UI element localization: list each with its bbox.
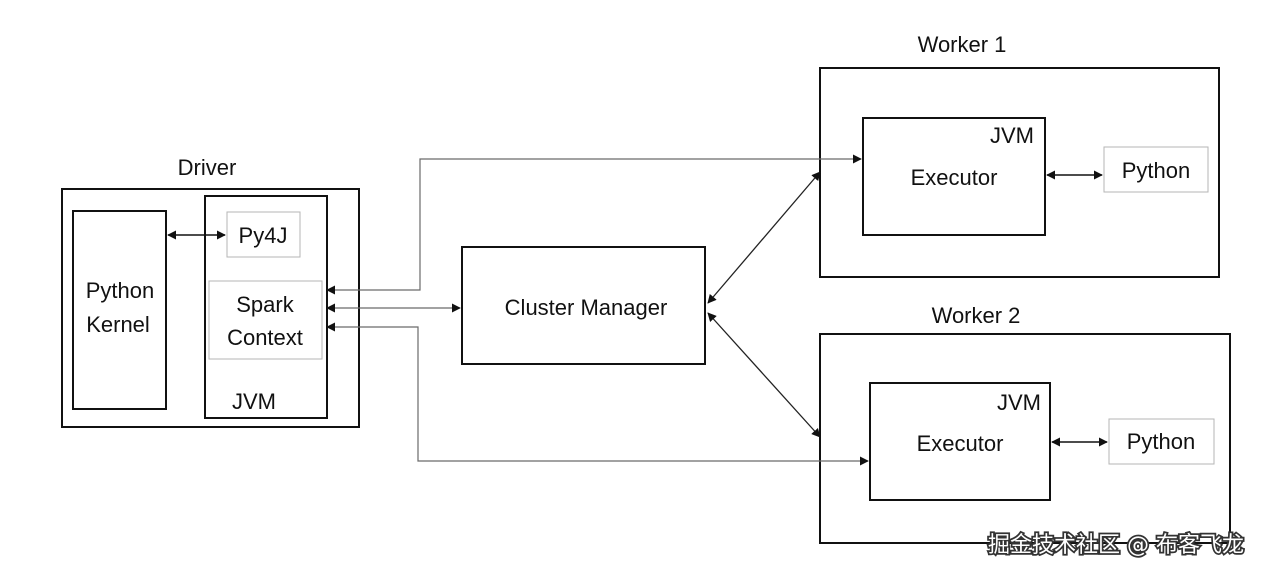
py4j-box xyxy=(226,211,301,258)
worker1-python-label: Python xyxy=(1122,158,1191,183)
spark-context-worker2-executor-arrow xyxy=(326,322,869,466)
worker1-executor-box xyxy=(862,117,1046,236)
driver-section: Driver Python Kernel JVM Py4J Spark Cont… xyxy=(61,155,360,428)
worker2-section: Worker 2 JVM Executor Python xyxy=(819,303,1231,544)
watermark-text: 掘金技术社区 @ 布客飞龙 xyxy=(988,533,1244,558)
worker2-title: Worker 2 xyxy=(932,303,1021,328)
python-kernel-label-line1: Python xyxy=(86,278,155,303)
cluster-manager-worker2-arrow xyxy=(707,312,821,438)
worker1-jvm-label: JVM xyxy=(990,123,1034,148)
cluster-manager-section: Cluster Manager xyxy=(461,246,706,365)
worker2-python-box xyxy=(1108,418,1215,465)
worker2-jvm-label: JVM xyxy=(997,390,1041,415)
cluster-manager-worker1-arrow xyxy=(707,171,821,304)
worker1-python-box xyxy=(1103,146,1209,193)
spark-context-label-line1: Spark xyxy=(236,292,294,317)
worker1-section: Worker 1 JVM Executor Python xyxy=(819,32,1220,278)
driver-jvm-label: JVM xyxy=(232,389,276,414)
driver-title: Driver xyxy=(178,155,237,180)
spark-context-label-line2: Context xyxy=(227,325,303,350)
spark-context-worker1-executor-arrow xyxy=(326,154,862,295)
worker2-executor-box xyxy=(869,382,1051,501)
py4j-label: Py4J xyxy=(239,223,288,248)
worker2-executor-label: Executor xyxy=(917,431,1004,456)
cluster-manager-label: Cluster Manager xyxy=(505,295,668,320)
spark-context-box xyxy=(208,280,323,360)
worker1-executor-label: Executor xyxy=(911,165,998,190)
python-kernel-box xyxy=(72,210,167,410)
worker2-python-label: Python xyxy=(1127,429,1196,454)
python-kernel-label-line2: Kernel xyxy=(86,312,150,337)
worker1-title: Worker 1 xyxy=(918,32,1007,57)
connectors xyxy=(326,154,869,466)
